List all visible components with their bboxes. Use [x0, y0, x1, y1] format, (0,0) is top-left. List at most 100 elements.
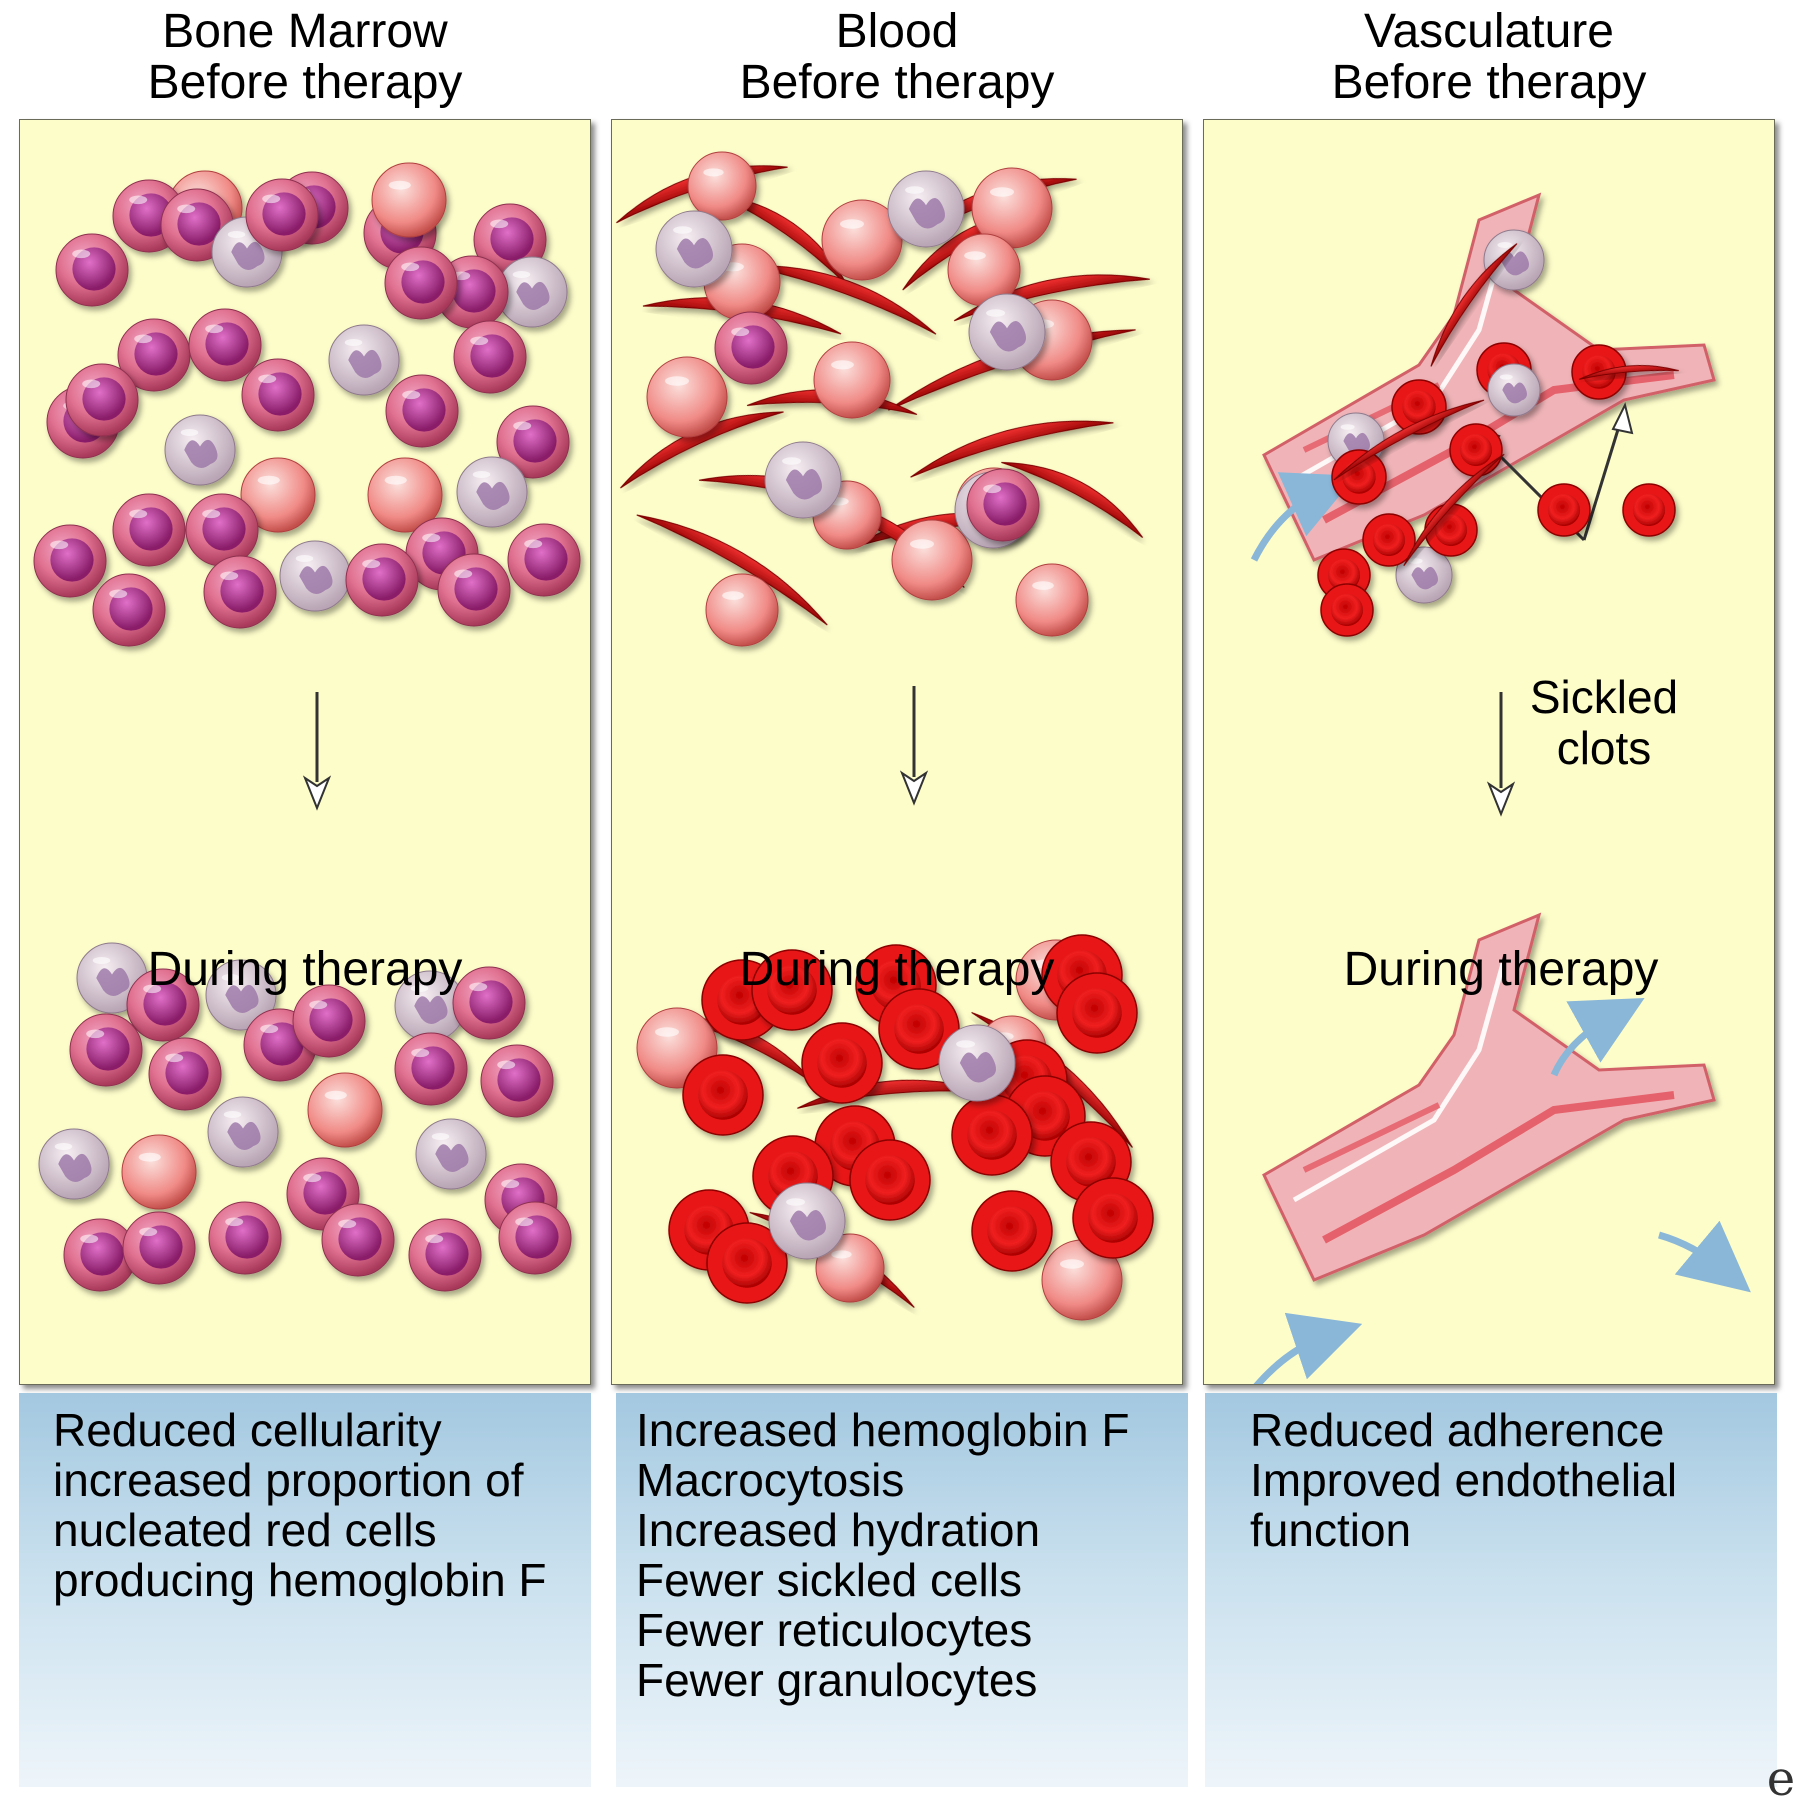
- red-blood-cell: [682, 1054, 764, 1136]
- nucleated-red-cell: [185, 493, 259, 567]
- during-therapy-label: During therapy: [739, 943, 1055, 996]
- granulocyte-cell: [655, 210, 733, 288]
- nucleated-red-cell: [321, 1203, 395, 1277]
- red-blood-cell: [849, 1139, 931, 1221]
- sickled-clots-label: Sickled clots: [1484, 672, 1724, 774]
- annotation-line: clots: [1556, 722, 1652, 774]
- effect-item: Macrocytosis: [636, 1454, 905, 1506]
- reticulocyte-cell: [815, 1233, 885, 1303]
- effect-item: Increased hydration: [636, 1504, 1041, 1556]
- blood-effects: Increased hemoglobin F Macrocytosis Incr…: [616, 1393, 1188, 1787]
- granulocyte-cell: [38, 1128, 110, 1200]
- bone-marrow-panel: During therapy: [19, 119, 591, 1385]
- sickled-cell: [910, 420, 1114, 478]
- nucleated-red-cell: [63, 1218, 137, 1292]
- reticulocyte-cell: [367, 457, 443, 533]
- nucleated-red-cell: [437, 553, 511, 627]
- red-blood-cell: [1424, 503, 1478, 557]
- nucleated-red-cell: [208, 1201, 282, 1275]
- nucleated-red-cell: [384, 246, 458, 320]
- bone-marrow-cells: [33, 162, 581, 1292]
- red-blood-cell: [951, 1094, 1033, 1176]
- effect-item: Fewer sickled cells: [636, 1554, 1022, 1606]
- granulocyte-cell: [887, 170, 965, 248]
- red-blood-cell: [1622, 483, 1676, 537]
- red-blood-cell: [751, 949, 833, 1031]
- granulocyte-cell: [164, 414, 236, 486]
- reticulocyte-cell: [687, 151, 757, 221]
- bone-marrow-effects: Reduced cellularity increased proportion…: [19, 1393, 591, 1787]
- nucleated-red-cell: [292, 984, 366, 1058]
- nucleated-red-cell: [966, 468, 1040, 542]
- nucleated-red-cell: [203, 555, 277, 629]
- during-therapy-label: During therapy: [1343, 943, 1659, 996]
- granulocyte-cell: [328, 324, 400, 396]
- vasculature-illustration: [1250, 192, 1751, 1384]
- sickled-cell: [1333, 399, 1485, 481]
- red-blood-cell: [1449, 423, 1503, 477]
- reticulocyte-cell: [891, 519, 973, 601]
- granulocyte-cell: [768, 1182, 846, 1260]
- effect-item: Increased hemoglobin F: [636, 1404, 1130, 1456]
- nucleated-red-cell: [453, 320, 527, 394]
- nucleated-red-cell: [714, 311, 788, 385]
- column-header: Blood Before therapy: [611, 6, 1183, 108]
- annotation-line: Sickled: [1529, 671, 1679, 723]
- effect-item: increased proportion of: [53, 1454, 524, 1506]
- granulocyte-cell: [207, 1096, 279, 1168]
- nucleated-red-cell: [345, 543, 419, 617]
- effect-item: function: [1250, 1504, 1412, 1556]
- sickled-cell: [1578, 365, 1679, 380]
- publisher-logo-icon: e: [1766, 1751, 1796, 1807]
- red-blood-cell: [801, 1022, 883, 1104]
- reticulocyte-cell: [371, 162, 447, 238]
- reticulocyte-cell: [971, 167, 1053, 249]
- reticulocyte-cell: [705, 573, 779, 647]
- reticulocyte-cell: [821, 199, 903, 281]
- nucleated-red-cell: [507, 523, 581, 597]
- nucleated-red-cell: [394, 1032, 468, 1106]
- effect-item: Reduced cellularity: [53, 1404, 442, 1456]
- granulocyte-cell: [1395, 546, 1453, 604]
- header-title: Vasculature: [1364, 5, 1614, 58]
- nucleated-red-cell: [498, 1201, 572, 1275]
- effect-item: producing hemoglobin F: [53, 1554, 547, 1606]
- sickled-cell: [1403, 453, 1505, 567]
- sickled-cell: [636, 514, 828, 626]
- granulocyte-cell: [496, 256, 568, 328]
- granulocyte-cell: [456, 456, 528, 528]
- blood-panel: During therapy: [611, 119, 1183, 1385]
- granulocyte-cell: [205, 959, 277, 1031]
- effect-item: Fewer reticulocytes: [636, 1604, 1033, 1656]
- nucleated-red-cell: [452, 966, 526, 1040]
- granulocyte-cell: [968, 293, 1046, 371]
- red-blood-cell: [1072, 1177, 1154, 1259]
- effect-item: nucleated red cells: [53, 1504, 437, 1556]
- column-header: Vasculature Before therapy: [1203, 6, 1775, 108]
- effect-item: Fewer granulocytes: [636, 1654, 1038, 1706]
- vasculature-panel: Sickled clots During therapy: [1203, 119, 1775, 1385]
- header-subtitle: Before therapy: [147, 56, 463, 109]
- nucleated-red-cell: [245, 178, 319, 252]
- reticulocyte-cell: [813, 341, 891, 419]
- header-title: Blood: [835, 5, 959, 58]
- nucleated-red-cell: [69, 1013, 143, 1087]
- reticulocyte-cell: [646, 356, 728, 438]
- reticulocyte-cell: [121, 1134, 197, 1210]
- header-subtitle: Before therapy: [1331, 56, 1647, 109]
- nucleated-red-cell: [126, 968, 200, 1042]
- reticulocyte-cell: [1015, 563, 1089, 637]
- granulocyte-cell: [394, 970, 466, 1042]
- red-blood-cell: [1320, 583, 1374, 637]
- effect-item: Reduced adherence: [1250, 1404, 1665, 1456]
- granulocyte-cell: [938, 1024, 1016, 1102]
- column-header: Bone Marrow Before therapy: [19, 6, 591, 108]
- header-title: Bone Marrow: [162, 5, 448, 58]
- nucleated-red-cell: [241, 358, 315, 432]
- red-blood-cell: [971, 1190, 1053, 1272]
- nucleated-red-cell: [385, 374, 459, 448]
- reticulocyte-cell: [307, 1072, 383, 1148]
- granulocyte-cell: [1487, 363, 1541, 417]
- red-blood-cell: [1537, 483, 1591, 537]
- nucleated-red-cell: [408, 1218, 482, 1292]
